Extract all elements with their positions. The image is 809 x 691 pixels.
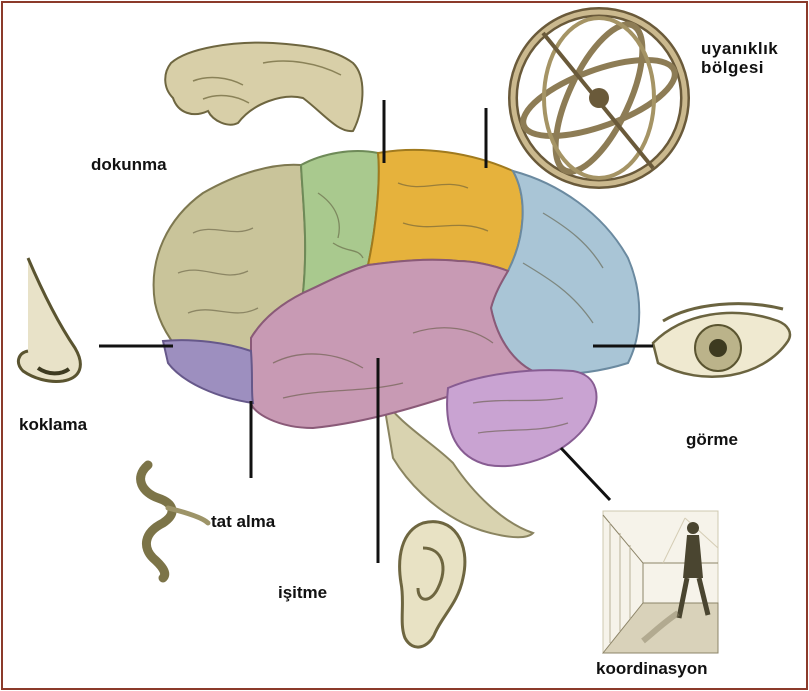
nose-icon <box>18 258 80 381</box>
armillary-sphere-icon <box>513 12 685 184</box>
brain-diagram <box>3 3 806 688</box>
leader-koordinasyon <box>561 448 610 500</box>
label-koklama: koklama <box>19 415 87 434</box>
tongue-icon <box>141 465 208 578</box>
ear-icon <box>400 522 465 647</box>
label-koordinasyon: koordinasyon <box>596 659 707 678</box>
label-uyaniklik-line2: bölgesi <box>701 58 778 77</box>
hand-icon <box>165 43 362 131</box>
walking-man-icon <box>603 511 718 653</box>
olfactory-area <box>163 340 253 403</box>
label-tat-alma: tat alma <box>211 512 275 531</box>
label-uyaniklik-bolgesi: uyanıklık bölgesi <box>701 39 778 77</box>
cerebellum <box>447 370 596 466</box>
eye-icon <box>653 304 790 377</box>
label-dokunma: dokunma <box>91 155 167 174</box>
parietal-lobe <box>368 150 523 271</box>
brain <box>154 150 640 537</box>
label-isitme: işitme <box>278 583 327 602</box>
label-uyaniklik-line1: uyanıklık <box>701 39 778 58</box>
label-gorme: görme <box>686 430 738 449</box>
